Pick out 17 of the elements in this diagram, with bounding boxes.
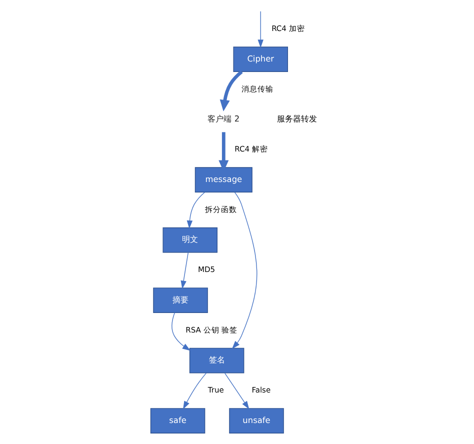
arrow (258, 11, 264, 48)
node-box: safe (150, 408, 206, 434)
arrow (172, 312, 191, 351)
arrow (232, 192, 258, 349)
node-text: 客户端 2 (208, 114, 240, 124)
node-box: 签名 (189, 348, 244, 374)
node-box: 明文 (162, 227, 218, 253)
arrow (186, 192, 205, 229)
node-box: Cipher (233, 46, 288, 72)
node-box: message (194, 167, 252, 192)
arrow (220, 70, 243, 112)
arrow (182, 372, 207, 410)
label: 服务器转发 (276, 114, 317, 124)
node-box: 摘要 (153, 288, 208, 313)
node-box: unsafe (229, 408, 284, 434)
arrow (224, 372, 250, 410)
arrow (180, 252, 188, 289)
